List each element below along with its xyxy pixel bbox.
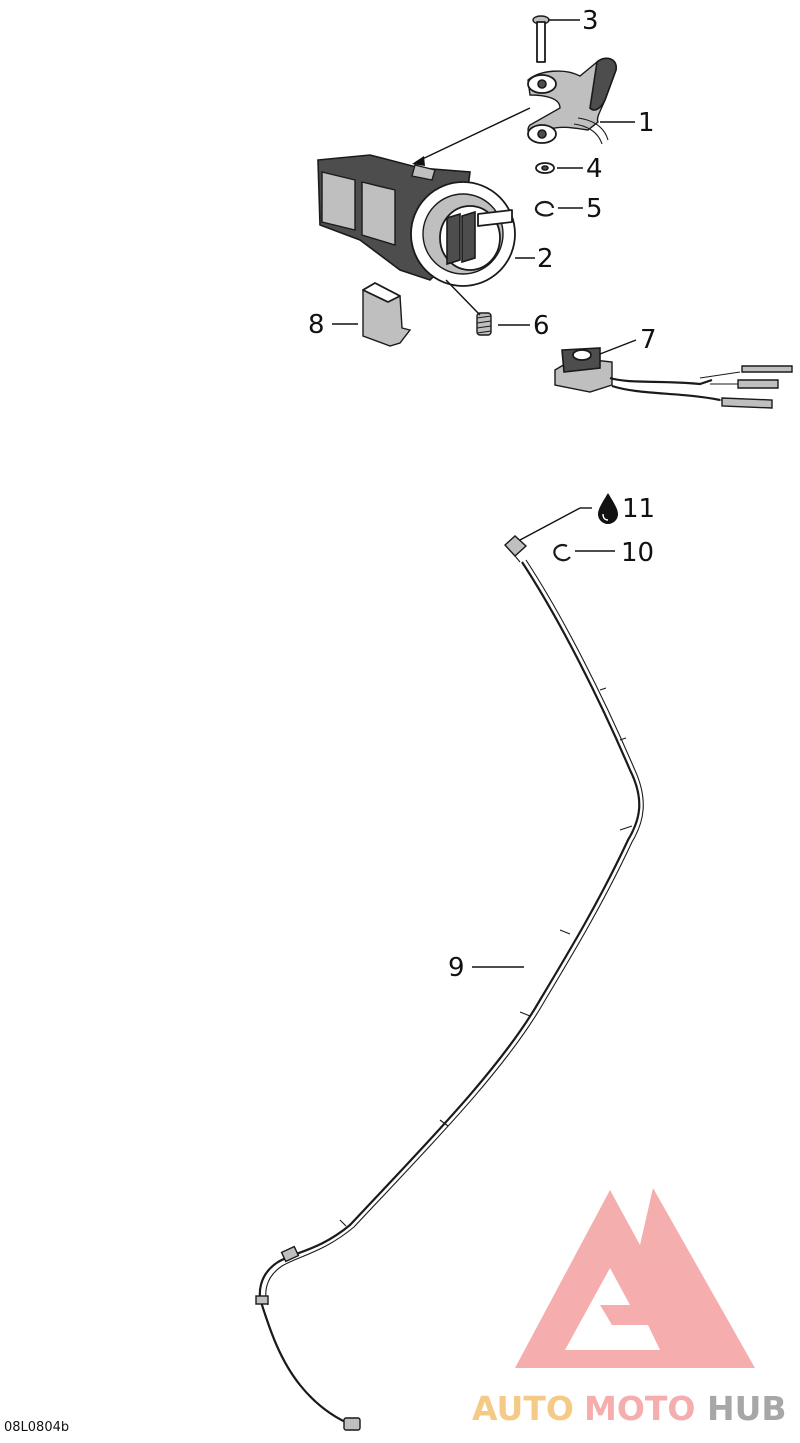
watermark-moto: MOTO	[584, 1389, 695, 1428]
part-5-circlip	[534, 200, 555, 217]
callout-8: 8	[308, 310, 325, 340]
callout-10: 10	[621, 538, 654, 568]
part-9-throttle-cable	[255, 559, 644, 1431]
figure-reference-code: 08L0804b	[4, 1420, 70, 1435]
part-11-cable-end	[504, 535, 528, 563]
part-8-cover	[362, 282, 412, 347]
callout-7: 7	[640, 325, 657, 355]
part-4-washer	[535, 162, 555, 174]
callout-11: 11	[622, 494, 655, 524]
callout-5: 5	[586, 194, 603, 224]
part-10-clip	[553, 544, 571, 562]
watermark-auto: AUTO	[472, 1389, 574, 1428]
part-7-switch-harness	[554, 347, 793, 409]
watermark-hub: HUB	[707, 1389, 787, 1428]
part-3-bolt	[532, 15, 550, 63]
part-6-spring	[476, 312, 492, 336]
callout-3: 3	[582, 6, 599, 36]
oil-drop-icon	[598, 493, 618, 524]
callout-6: 6	[533, 311, 550, 341]
callout-4: 4	[586, 154, 603, 184]
callout-2: 2	[537, 244, 554, 274]
watermark-logo: AUTO MOTO HUB	[472, 1188, 787, 1428]
part-2-throttle-housing	[317, 154, 516, 287]
callout-1: 1	[638, 108, 655, 138]
callout-9: 9	[448, 953, 465, 983]
leader-lines	[332, 19, 637, 968]
part-1-throttle-lever	[527, 57, 617, 145]
